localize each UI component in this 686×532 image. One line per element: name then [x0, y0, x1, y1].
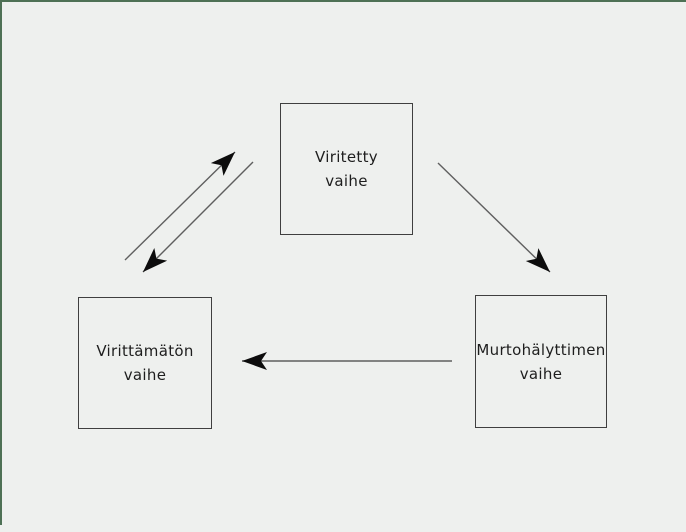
- state-box-armed: Viritetty vaihe: [280, 103, 413, 235]
- frame-top-border: [0, 0, 686, 2]
- state-box-unarmed: Virittämätön vaihe: [78, 297, 212, 429]
- state-label-alarm-line2: vaihe: [519, 364, 563, 383]
- state-label-armed-line1: Viritetty: [315, 148, 378, 166]
- state-label-alarm-line1: Murtohälyttimen: [476, 340, 606, 359]
- arrow-armed-to-alarm: [437, 162, 551, 273]
- arrow-armed-to-unarmed: [142, 161, 254, 273]
- frame-left-border: [0, 0, 2, 525]
- state-label-unarmed-line1: Virittämätön: [96, 342, 194, 360]
- state-label-unarmed-line2: vaihe: [123, 366, 167, 384]
- arrow-unarmed-to-armed: [124, 151, 236, 261]
- state-label-armed-line2: vaihe: [325, 172, 368, 190]
- state-box-alarm: Murtohälyttimen vaihe: [475, 295, 607, 428]
